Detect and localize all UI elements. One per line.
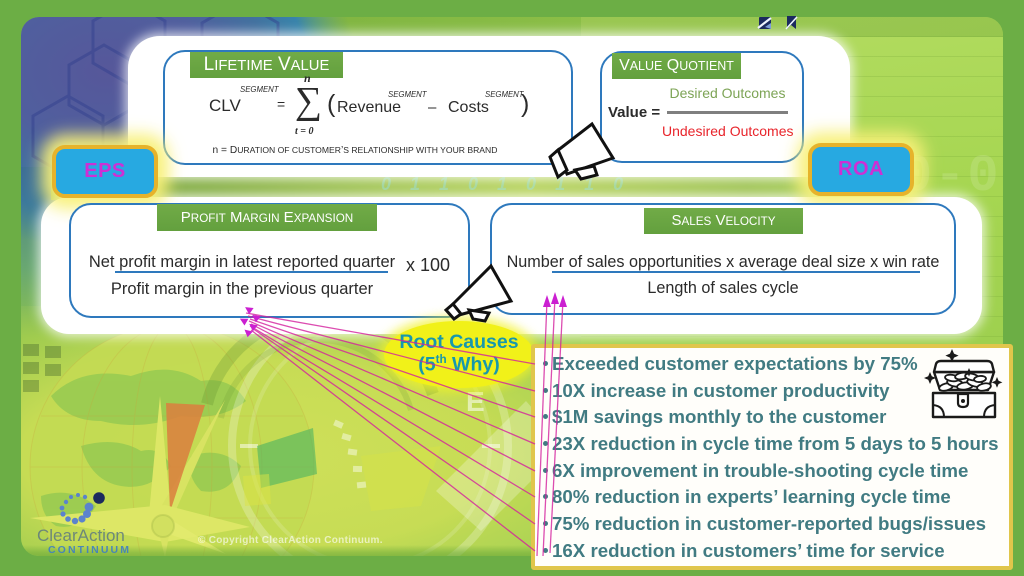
svg-text:E: E (466, 386, 485, 417)
